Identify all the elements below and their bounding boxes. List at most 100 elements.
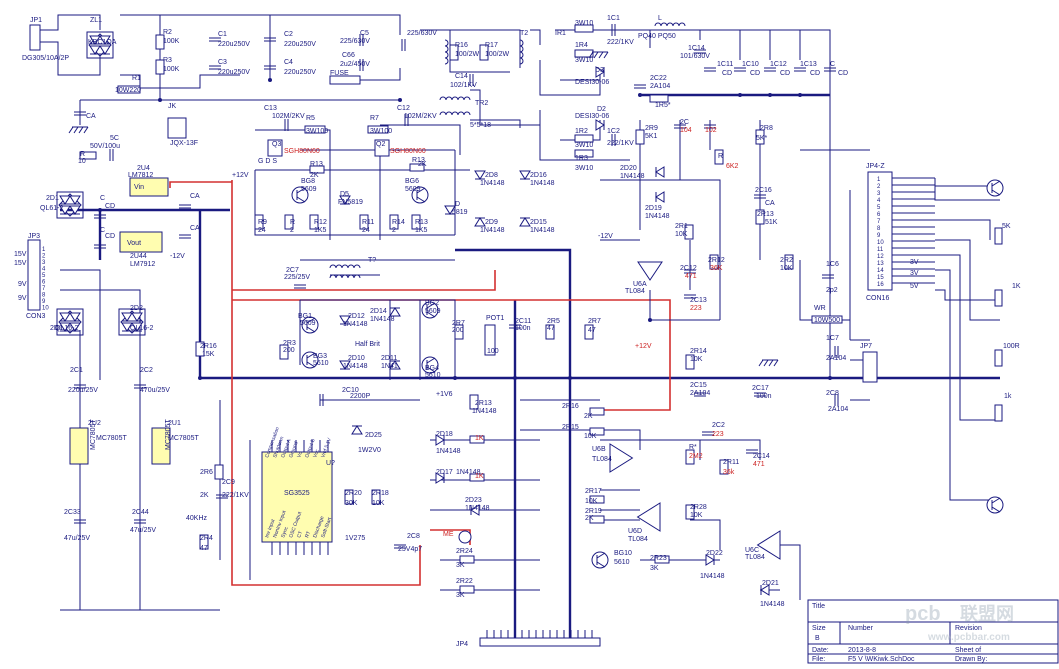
label-d22: 2D22 <box>706 550 723 557</box>
wire <box>40 41 101 76</box>
label-r20: 2R20 <box>345 490 362 497</box>
bg1-transistor <box>306 326 316 333</box>
pin-label: 1 <box>877 177 881 183</box>
r13b-resistor <box>409 163 425 172</box>
label-r13b: R13 <box>412 157 425 164</box>
label-r18: 2R18 <box>372 490 389 497</box>
pot-1k <box>994 289 1003 307</box>
t2-transformer <box>444 45 449 53</box>
label-ctv: 225/25V <box>284 274 310 281</box>
r24-resistor <box>459 555 475 564</box>
r8-resistor <box>284 214 294 230</box>
label-r4bv: 3W10 <box>575 57 593 64</box>
d3-diode <box>444 205 456 215</box>
r5a-resistor <box>649 94 669 103</box>
label-r5v: 3W100 <box>306 128 328 135</box>
pin-label: 3 <box>42 260 46 266</box>
bg8-transistor <box>296 187 306 194</box>
rr-resistor <box>79 151 97 160</box>
label-d19v: 1N4148 <box>645 213 670 220</box>
u6d-opamp <box>636 502 661 532</box>
label-r2bv: 10K <box>780 265 793 272</box>
d2-diode <box>595 119 605 131</box>
label-r19v: 2K <box>585 515 594 522</box>
label-con3: CON3 <box>26 313 46 320</box>
label-c14: C14 <box>455 73 468 80</box>
label-jqx: JQX-13F <box>170 140 198 147</box>
r18-resistor <box>371 489 381 505</box>
label-u44v: LM7912 <box>130 261 155 268</box>
l-inductor <box>678 22 686 27</box>
label-r16bv: 2K <box>584 413 593 420</box>
d19-diode <box>655 191 665 203</box>
wire <box>270 14 401 35</box>
label-r16cv: 15K <box>202 351 215 358</box>
label-bg3: BG3 <box>313 353 327 360</box>
pin-label: Vc <box>296 451 304 459</box>
label-tb_datev: 2013-8-8 <box>848 647 876 654</box>
label-r9b: 2R9 <box>645 125 658 132</box>
label-r3: R3 <box>163 57 172 64</box>
l-inductor <box>660 22 668 27</box>
label-r4b: 1R4 <box>575 42 588 49</box>
t7-transformer <box>347 264 355 269</box>
power-trace-12v <box>231 180 421 586</box>
label-d15v: 1N4148 <box>530 227 555 234</box>
label-me: ME <box>443 531 454 538</box>
tr2-transformer <box>439 111 447 116</box>
label-bg2v: 5609 <box>425 308 441 315</box>
label-c10b: 2C10 <box>342 387 359 394</box>
label-v9a: 9V <box>18 281 27 288</box>
pin-label: 3 <box>877 191 881 197</box>
bg10-transistor <box>591 551 609 569</box>
label-u2: 2U2 <box>88 420 101 427</box>
label-d8: 2D8 <box>485 172 498 179</box>
label-r13c: R13 <box>415 219 428 226</box>
d15-diode <box>519 217 531 227</box>
l-inductor <box>672 22 680 27</box>
label-m12v: -12V <box>598 233 613 240</box>
pin-label: 9 <box>42 299 46 305</box>
ground-symbol <box>83 126 89 134</box>
label-jp4z: JP4-Z <box>866 163 885 170</box>
ground-symbol <box>588 51 594 59</box>
junction-dot <box>648 318 652 322</box>
jp4z-transistor <box>991 506 1001 513</box>
label-r3v: 100K <box>163 66 180 73</box>
label-c6: 1C6 <box>826 261 839 268</box>
jp4z-connector <box>867 171 893 291</box>
pin-label: Vcc <box>312 448 321 458</box>
junction-dot <box>453 376 457 380</box>
label-r11bv: 36k <box>723 469 735 476</box>
ground-symbol <box>68 126 74 134</box>
label-t100r: 100R <box>1003 343 1020 350</box>
r13e-resistor <box>469 394 479 410</box>
label-tb_b: B <box>815 635 820 642</box>
d20-diode <box>655 166 665 178</box>
label-rstar: R* <box>689 444 697 451</box>
label-r16v: 100/2W <box>455 51 480 58</box>
label-c16: 2C16 <box>755 187 772 194</box>
label-d17v: 1N4148 <box>456 469 481 476</box>
pin-label: 5 <box>42 273 46 279</box>
bg4-transistor <box>421 356 439 374</box>
bg6-transistor <box>416 196 426 203</box>
junction-dot <box>398 98 402 102</box>
label-r13e: 2R13 <box>475 400 492 407</box>
label-d10: 2D10 <box>348 355 365 362</box>
tr2-transformer <box>451 111 459 116</box>
wire <box>934 178 1000 201</box>
r14b-resistor <box>685 354 695 370</box>
label-d18: 2D18 <box>436 431 453 438</box>
label-bg6: BG6 <box>405 178 419 185</box>
label-q2: Q2 <box>376 141 385 148</box>
label-d2cv: QL16-2 <box>130 325 153 332</box>
label-r1v: 10W220 <box>115 87 141 94</box>
r2-resistor <box>155 34 165 50</box>
r12b-resistor <box>709 254 719 270</box>
junction-dot <box>828 376 832 380</box>
t7-transformer <box>335 264 343 269</box>
wire <box>690 519 721 550</box>
bg10-transistor <box>596 561 606 568</box>
